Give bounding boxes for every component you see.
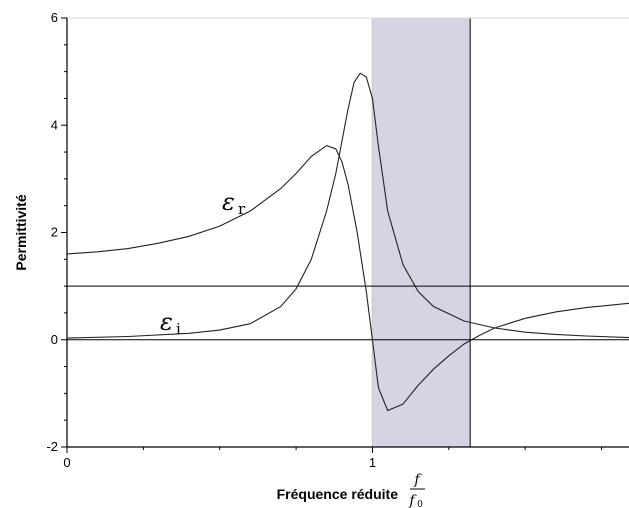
x-axis-fraction-denominator: f [408,493,417,508]
series-line-r [66,144,629,412]
series-line-i [66,72,629,339]
series-label-subscript-i: i [176,320,181,338]
y-tick-label: 4 [51,117,58,132]
x-tick-label: 1 [369,455,376,470]
series-label-r: ε [222,188,235,216]
series-label-i: ε [160,308,173,336]
y-tick-label: 0 [51,332,58,347]
x-axis-fraction-denominator-subscript: 0 [417,500,423,508]
shaded-band [371,17,471,448]
x-axis-fraction-numerator: f [413,472,422,488]
y-tick-label: -2 [46,439,58,454]
x-tick-label: 0 [63,455,70,470]
series-label-subscript-r: r [238,200,246,218]
series-layer [66,72,629,412]
y-axis-title: Permittivité [13,194,29,270]
grid-layer [67,17,629,447]
reference-lines [67,285,629,341]
band-layer [371,17,471,448]
y-tick-label: 6 [51,10,58,25]
y-tick-label: 2 [51,225,58,240]
axis-layer: -2 0 2 4 6 0 1 [46,10,629,470]
x-axis-title: Fréquence réduite [277,486,399,502]
